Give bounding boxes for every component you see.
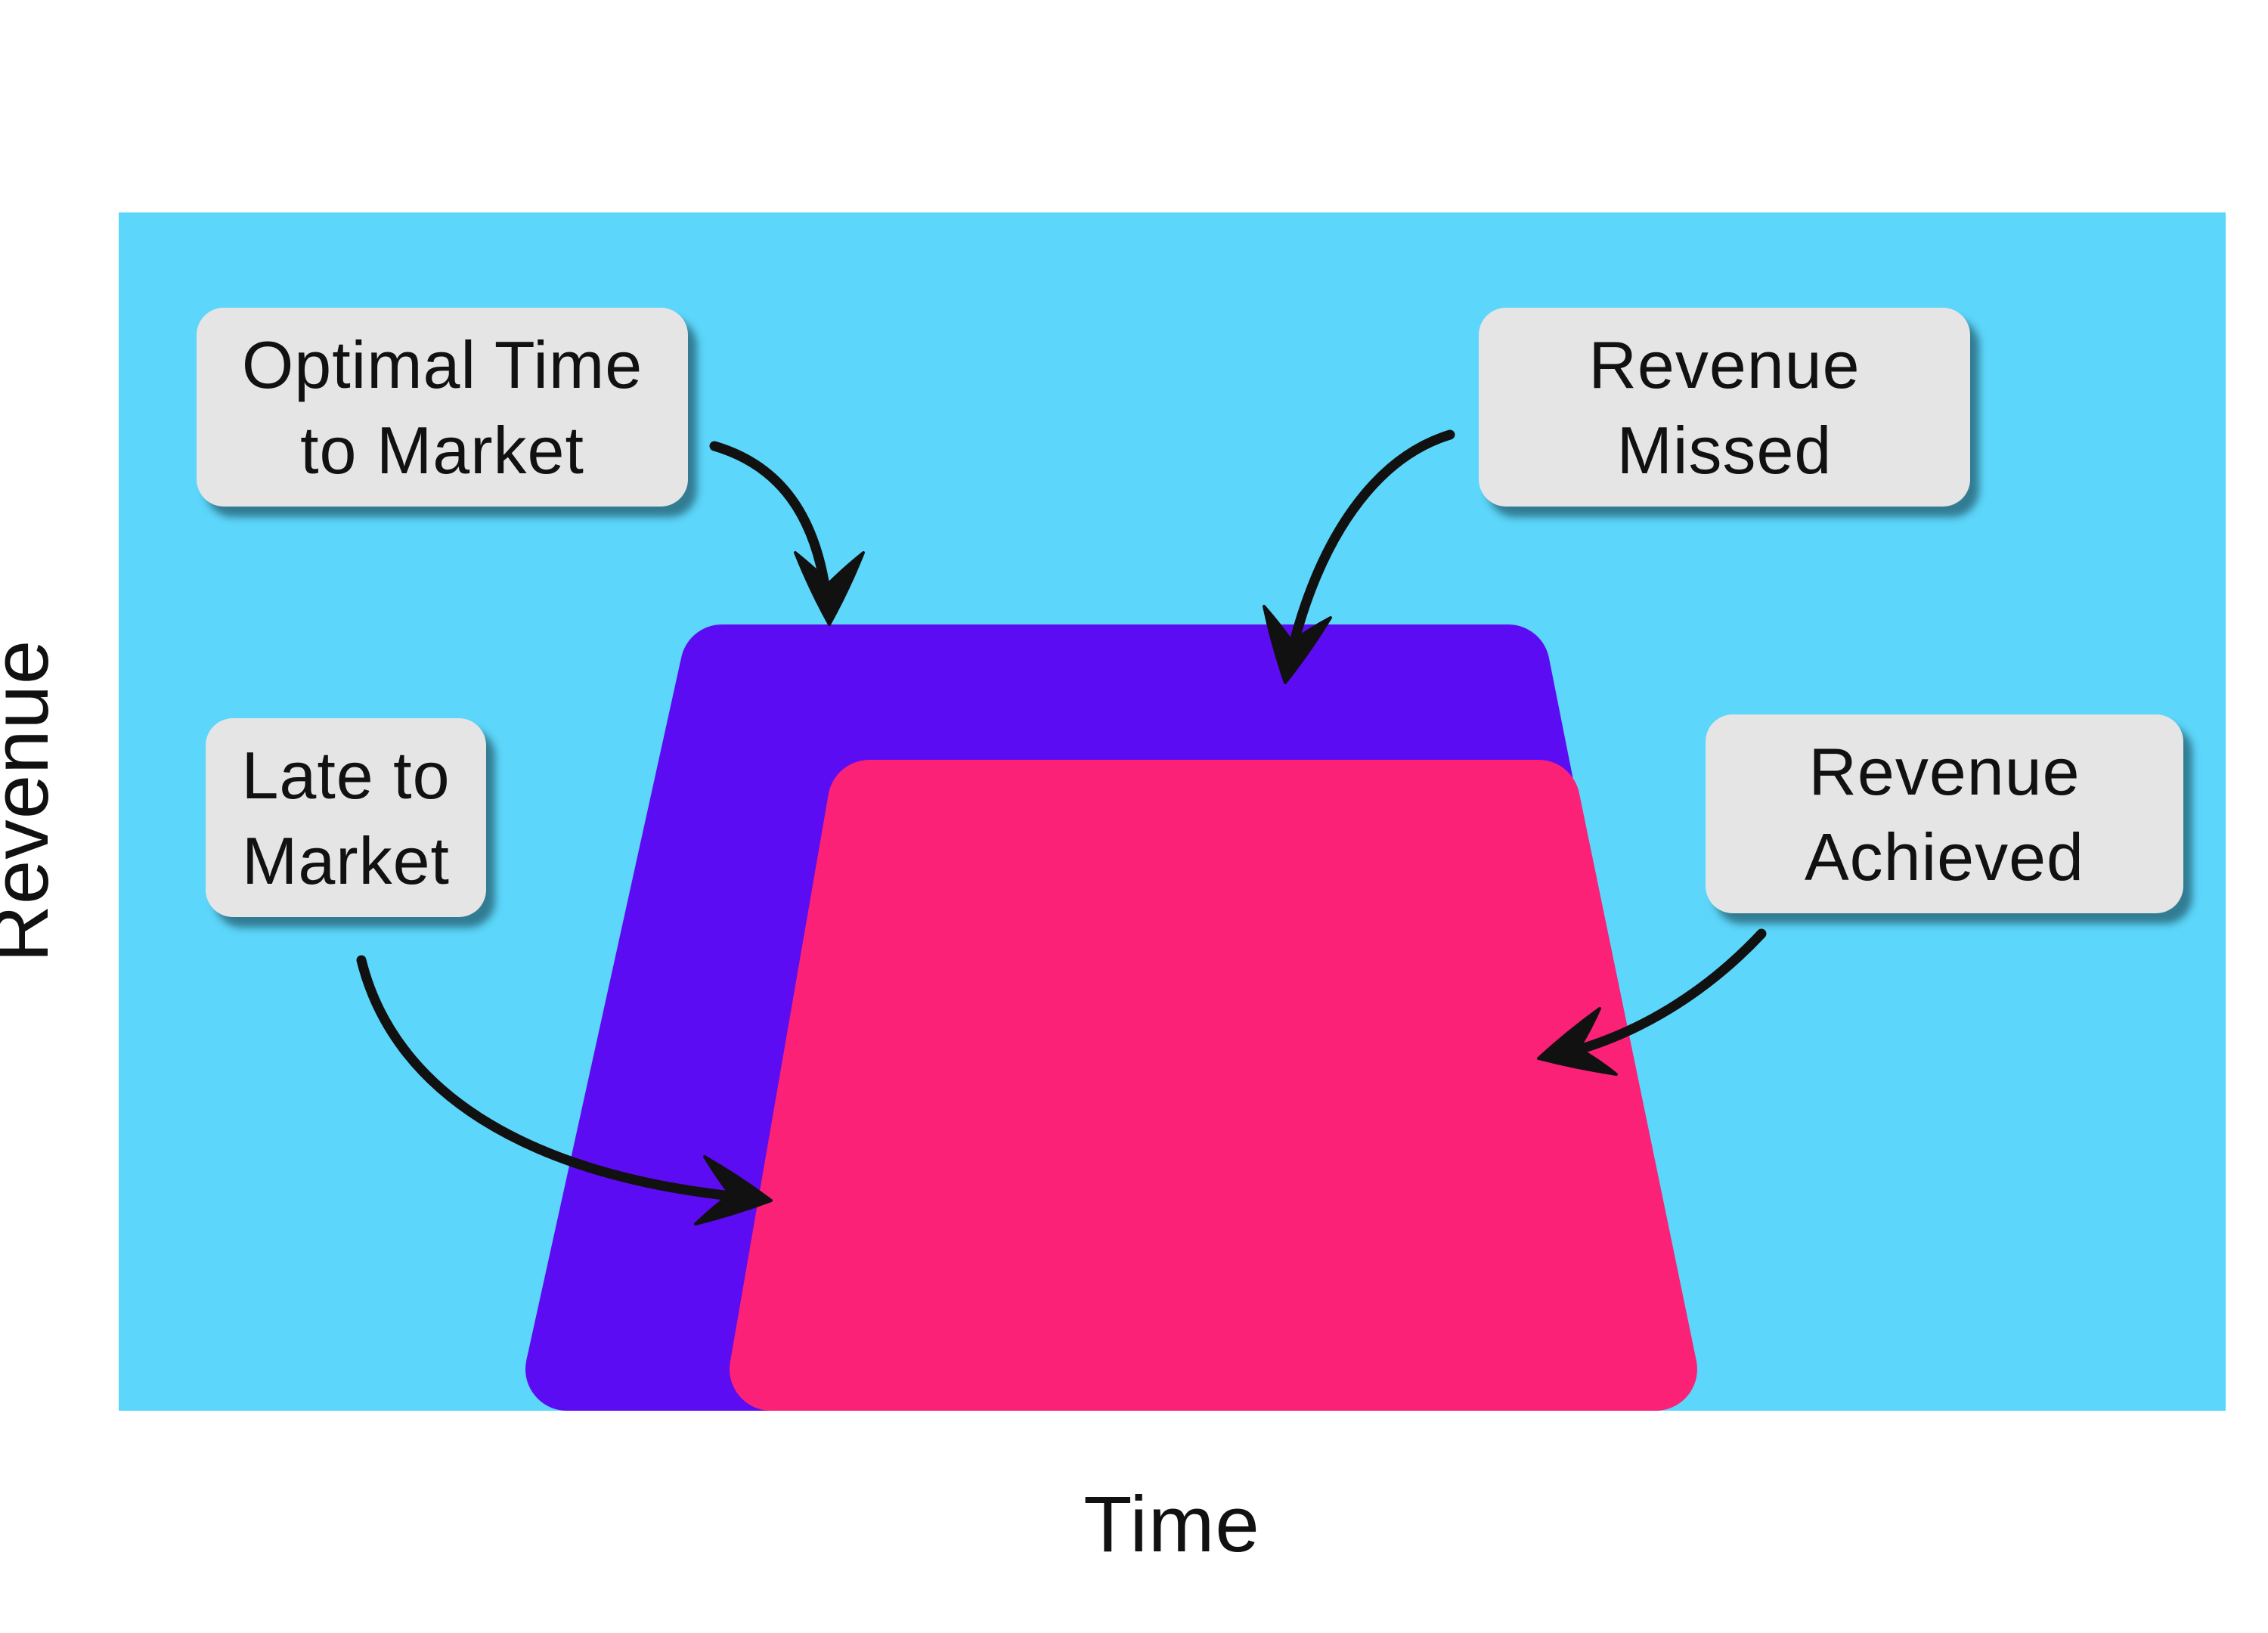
optimal-time-to-market-label: Optimal Time to Market	[197, 308, 688, 507]
revenue-missed-label: Revenue Missed	[1479, 308, 1970, 507]
optimal-label-line1: Optimal Time	[241, 327, 643, 402]
late-to-market-trapezoid	[730, 760, 1697, 1411]
achieved-arrow-head-icon	[1537, 1007, 1618, 1076]
achieved-arrow-curve	[1563, 928, 1767, 1058]
y-axis-label-revenue: Revenue	[0, 639, 65, 962]
optimal-arrow-head-icon	[794, 551, 865, 626]
revenue-achieved-label: Revenue Achieved	[1706, 714, 2183, 913]
optimal-arrow-curve	[709, 441, 832, 606]
late-arrow-curve	[356, 955, 750, 1203]
late-to-market-label: Late to Market	[206, 718, 486, 917]
optimal-label-line2: to Market	[300, 412, 584, 488]
late-label-line2: Market	[242, 823, 450, 898]
missed-label-line2: Missed	[1616, 412, 1833, 488]
achieved-label-line2: Achieved	[1804, 819, 2084, 894]
achieved-label-line1: Revenue	[1808, 733, 2081, 809]
missed-arrow-curve	[1285, 429, 1455, 662]
late-label-line1: Late to	[241, 737, 451, 813]
missed-label-line1: Revenue	[1588, 327, 1861, 402]
late-arrow-head-icon	[694, 1155, 773, 1226]
missed-arrow-head-icon	[1263, 605, 1332, 684]
x-axis-label-time: Time	[1083, 1480, 1260, 1569]
